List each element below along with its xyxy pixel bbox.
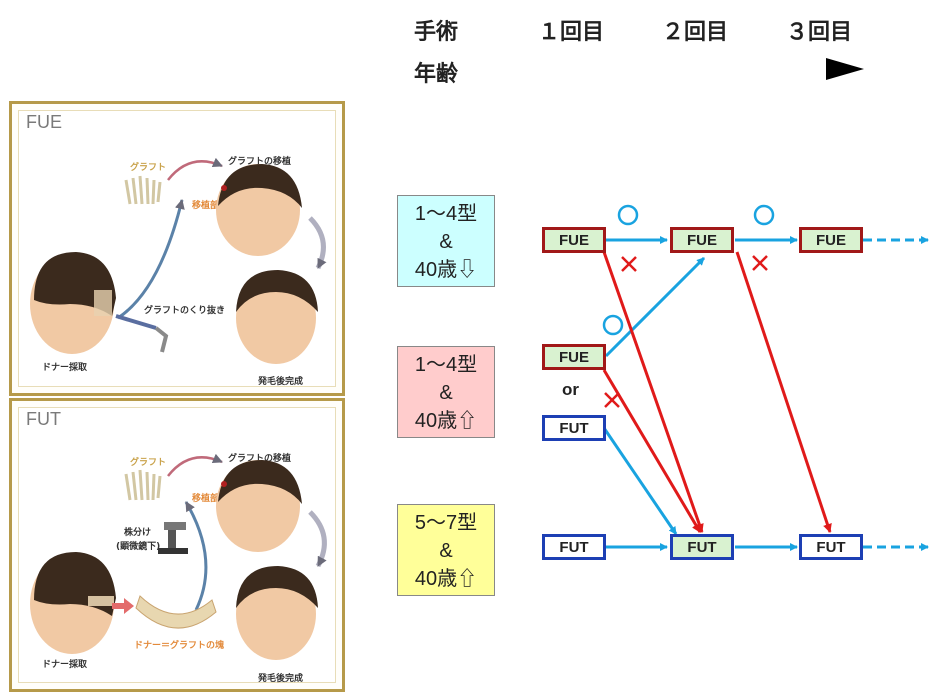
condition-and: & [439,382,453,404]
or-label: or [562,380,579,399]
condition-and: & [439,231,453,253]
fut-transplant-head-icon [216,460,302,552]
fue-donor-label: ドナー採取 [42,363,88,373]
ng-cross-icon [752,255,768,271]
microscope-icon [158,522,188,554]
arrow-futb-to-fut2 [602,427,678,535]
fue-recipient-label: 移植部 [192,201,220,211]
arrow-fue1-to-fut2-ng [602,251,704,533]
fue-transplant-label: グラフトの移植 [228,157,292,167]
fut-done-label: 発毛後完成 [258,674,304,684]
node-round3-fue: FUE [799,227,863,253]
arrow-fue2-to-fut3-ng [735,251,832,533]
fut-result-head-icon [236,566,318,660]
node-round1-fue-young: FUE [542,227,606,253]
round-2-label: ２回目 [662,20,729,45]
round-1-label: １回目 [538,20,605,45]
arrow-fueb-to-fue2 [604,256,706,358]
condition-age: 40歳⇧ [414,568,478,590]
condition-type: 5～7型 [414,512,478,534]
ok-ng-marks [602,204,775,408]
fue-curve-right-icon [308,216,327,270]
fut-strip-label: ドナー＝グラフトの塊 [134,641,225,651]
node-round3-fut: FUT [799,534,863,560]
fut-strip-arrow-icon [112,598,134,614]
round-3-label: ３回目 [786,20,853,45]
ok-circle-icon [753,204,775,226]
fue-done-label: 発毛後完成 [258,377,304,387]
fue-punch-tool-icon [115,314,169,353]
fut-curve-top-icon [167,453,223,477]
condition-and: & [439,540,453,562]
fut-graft-icon [124,469,162,501]
fue-curve-top-icon [167,157,223,181]
flow-arrows [602,236,929,551]
condition-type: 1～4型 [414,354,478,376]
fue-extraction-label: グラフトのくり抜き [144,306,226,316]
node-round2-fue: FUE [670,227,734,253]
condition-type: 1～4型 [414,203,478,225]
arrow-fueb-to-fut2-ng [602,369,702,533]
condition-age: 40歳⇧ [414,410,478,432]
fut-panel-illustrations [30,453,327,660]
node-round1-fue-older: FUE [542,344,606,370]
condition-box-older-mild: 1～4型 & 40歳⇧ [397,346,495,438]
condition-box-young: 1～4型 & 40歳⇩ [397,195,495,287]
fut-split-label: 株分け [124,528,152,538]
fut-transplant-label: グラフトの移植 [228,454,292,464]
fut-microscope-label: (顕微鏡下) [116,542,161,552]
age-label: 年齢 [414,62,459,87]
fue-result-head-icon [236,270,318,364]
fue-graft-icon [124,175,162,205]
fut-recipient-label: 移植部 [192,494,220,504]
ok-circle-icon [602,314,624,336]
fut-donor-label: ドナー採取 [42,660,88,670]
fut-strip-icon [135,595,217,629]
fut-curve-right-icon [308,510,327,568]
fue-graft-label: グラフト [130,163,167,173]
procedure-label: 手術 [414,20,459,45]
condition-age: 40歳⇩ [414,259,478,281]
fut-donor-head-icon [30,552,116,654]
ng-cross-icon [621,256,637,272]
age-arrow [472,58,864,80]
fue-donor-head-icon [30,252,116,354]
fut-graft-label: グラフト [130,458,167,468]
ok-circle-icon [617,204,639,226]
fut-panel-title: FUT [26,409,61,429]
fue-curve-left-icon [117,199,185,320]
fut-curve-left-icon [184,501,208,611]
node-round1-fut-severe: FUT [542,534,606,560]
condition-box-older-severe: 5～7型 & 40歳⇧ [397,504,495,596]
fue-panel-title: FUE [26,112,62,132]
fue-panel-illustrations [30,157,327,364]
fue-transplant-head-icon [216,164,302,256]
node-round2-fut: FUT [670,534,734,560]
ng-cross-icon [604,392,620,408]
node-round1-fut-older: FUT [542,415,606,441]
